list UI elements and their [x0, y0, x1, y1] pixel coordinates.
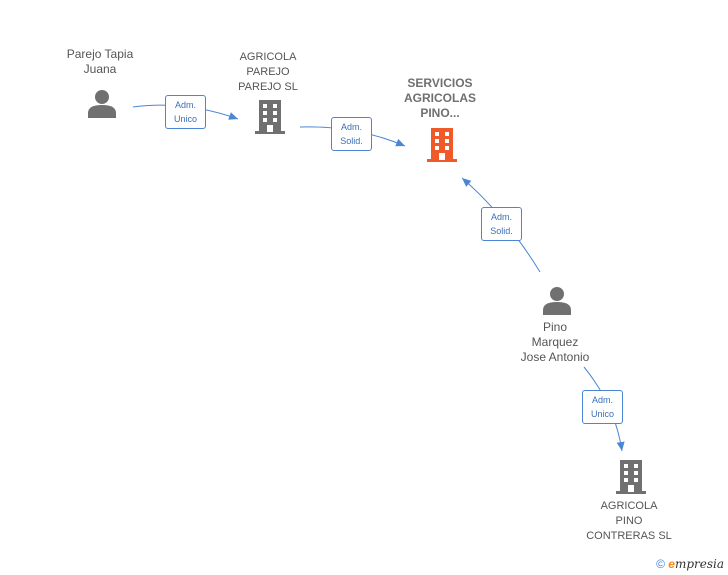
person-node-label: Pino Marquez Jose Antonio — [500, 320, 610, 365]
edge-label-box: Adm. Solid. — [331, 117, 372, 151]
company-name-line: AGRICOLA — [239, 51, 297, 63]
company-node-label: AGRICOLA PINO CONTRERAS SL — [574, 499, 684, 544]
focus-company-label: SERVICIOS AGRICOLAS PINO... — [385, 76, 495, 121]
person-node-label: Parejo Tapia Juana — [50, 47, 150, 77]
person-name-line: Pino — [542, 320, 568, 334]
role-line: Adm. — [591, 395, 613, 405]
person-icon — [88, 90, 116, 118]
brand-logo-initial: e — [668, 557, 675, 571]
company-name-line: AGRICOLA — [600, 500, 658, 512]
edge-label-box: Adm. Unico — [165, 95, 206, 129]
person-name-line: Parejo Tapia — [66, 47, 134, 61]
role-line: Unico — [590, 409, 614, 419]
brand-logo-text: mpresia — [674, 557, 724, 571]
person-name-line: Juana — [83, 62, 117, 76]
edge-label-box: Adm. Unico — [582, 390, 623, 424]
role-line: Adm. — [340, 122, 362, 132]
copyright-symbol: © — [656, 557, 665, 571]
building-icon — [616, 460, 646, 494]
company-name-line: CONTRERAS SL — [586, 530, 672, 542]
role-line: Solid. — [340, 136, 363, 146]
company-name-line: PAREJO SL — [238, 81, 298, 93]
person-icon — [543, 287, 571, 315]
role-line: Solid. — [490, 226, 513, 236]
role-line: Unico — [173, 114, 197, 124]
person-name-line: Marquez — [531, 335, 579, 349]
focus-name-line: PINO... — [420, 106, 460, 120]
company-name-line: PAREJO — [246, 66, 290, 78]
company-node-label: AGRICOLA PAREJO PAREJO SL — [218, 50, 318, 95]
edge-label-box: Adm. Solid. — [481, 207, 522, 241]
focus-building-icon — [427, 128, 457, 162]
role-line: Adm. — [174, 100, 196, 110]
person-name-line: Jose Antonio — [520, 350, 590, 364]
building-icon — [255, 100, 285, 134]
brand-footer: © empresia — [656, 557, 724, 571]
focus-name-line: SERVICIOS — [407, 76, 473, 90]
company-name-line: PINO — [615, 515, 643, 527]
focus-name-line: AGRICOLAS — [404, 91, 476, 105]
role-line: Adm. — [490, 212, 512, 222]
